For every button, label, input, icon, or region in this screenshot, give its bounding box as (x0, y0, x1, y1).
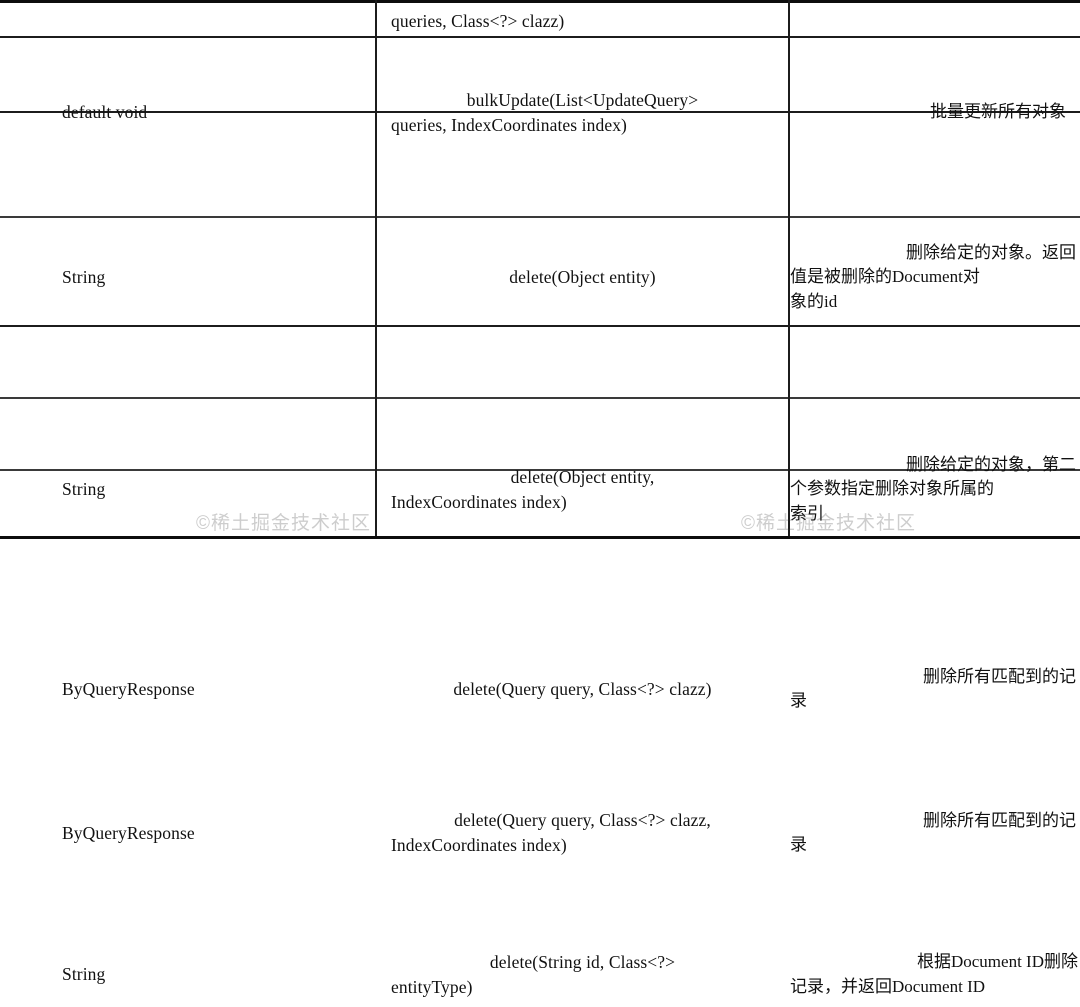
cell-signature: bulkUpdate(List<UpdateQuery> queries, In… (377, 76, 788, 149)
table-row: ByQueryResponse delete(Query query, Clas… (0, 399, 1080, 855)
signature-line: IndexCoordinates index) (391, 835, 567, 855)
table-row: default void bulkUpdate(List<UpdateQuery… (0, 38, 1080, 135)
cell-return-type: ByQueryResponse (62, 678, 195, 699)
description-line: 录 (790, 835, 807, 854)
description-line: 根据Document ID删除 (916, 952, 1078, 972)
table-row: String delete(Object entity) 删除给定的对象。返回 … (0, 113, 1080, 310)
signature-line: queries, IndexCoordinates index) (391, 114, 627, 135)
description-line: 录 (790, 691, 807, 710)
row-divider-4 (0, 325, 1080, 327)
description-line: 批量更新所有对象 (930, 102, 1066, 122)
signature-line: delete(Query query, Class<?> clazz) (453, 678, 712, 699)
table-row: String delete(String id, Class<?> entity… (0, 471, 1080, 997)
description-line: 删除所有匹配到的记 (923, 810, 1076, 830)
cell-description: 批量更新所有对象 (790, 76, 1080, 149)
cell-signature: delete(Object entity, IndexCoordinates i… (377, 436, 788, 543)
description-line: 记录，并返回Document ID (790, 976, 986, 996)
description-line: 删除所有匹配到的记 (923, 666, 1076, 686)
row-divider-2 (0, 111, 1080, 113)
cell-description: 删除给定的对象。返回 值是被删除的Document对 象的id (790, 226, 1080, 329)
cell-return-type: String (62, 479, 106, 500)
row-divider-3 (0, 216, 1080, 218)
cell-signature: delete(Query query, Class<?> clazz, Inde… (377, 798, 788, 868)
table-row: String delete(Object entity, IndexCoordi… (0, 218, 1080, 522)
row-divider-6 (0, 469, 1080, 471)
signature-line: queries, Class<?> clazz) (391, 10, 565, 31)
row-divider-5 (0, 397, 1080, 399)
signature-line: delete(Object entity, (510, 466, 655, 487)
signature-line: delete(Object entity) (509, 267, 656, 288)
description-line: 索引 (790, 503, 824, 523)
cell-description: 删除所有匹配到的记 录 (790, 654, 1080, 724)
cell-description: 根据Document ID删除 记录，并返回Document ID (790, 942, 1080, 1007)
description-line: 象的id (790, 291, 838, 311)
cell-description: 删除给定的对象，第二 个参数指定删除对象所属的 索引 (790, 436, 1080, 543)
signature-line: bulkUpdate(List<UpdateQuery> (466, 89, 699, 110)
description-line: 个参数指定删除对象所属的 (790, 479, 994, 499)
cell-return-type: default void (62, 102, 148, 123)
cell-return-type (0, 4, 375, 38)
column-divider-1 (375, 0, 377, 536)
cell-signature: delete(String id, Class<?> entityType) (377, 942, 788, 1007)
signature-line: entityType) (391, 976, 473, 997)
cell-description: 删除所有匹配到的记 录 (790, 798, 1080, 868)
cell-return-type: String (62, 267, 106, 288)
description-line: 值是被删除的Document对 (790, 267, 980, 287)
cell-description (790, 4, 1080, 38)
cell-signature: queries, Class<?> clazz) (377, 4, 788, 38)
table-row: ByQueryResponse delete(Query query, Clas… (0, 327, 1080, 710)
table-bottom-border (0, 536, 1080, 539)
table-top-border (0, 0, 1080, 3)
cell-signature: delete(Object entity) (377, 226, 788, 329)
row-divider-1 (0, 36, 1080, 38)
signature-line: IndexCoordinates index) (391, 491, 567, 512)
cell-signature: delete(Query query, Class<?> clazz) (377, 654, 788, 724)
cell-return-type: String (62, 964, 106, 985)
description-line: 删除给定的对象。返回 (906, 243, 1076, 263)
table-row: queries, Class<?> clazz) (0, 2, 1080, 36)
description-line: 删除给定的对象，第二 (906, 455, 1076, 475)
signature-line: delete(String id, Class<?> (489, 951, 676, 972)
signature-line: delete(Query query, Class<?> clazz, (454, 810, 711, 831)
cell-return-type: ByQueryResponse (62, 822, 195, 843)
column-divider-2 (788, 0, 790, 536)
